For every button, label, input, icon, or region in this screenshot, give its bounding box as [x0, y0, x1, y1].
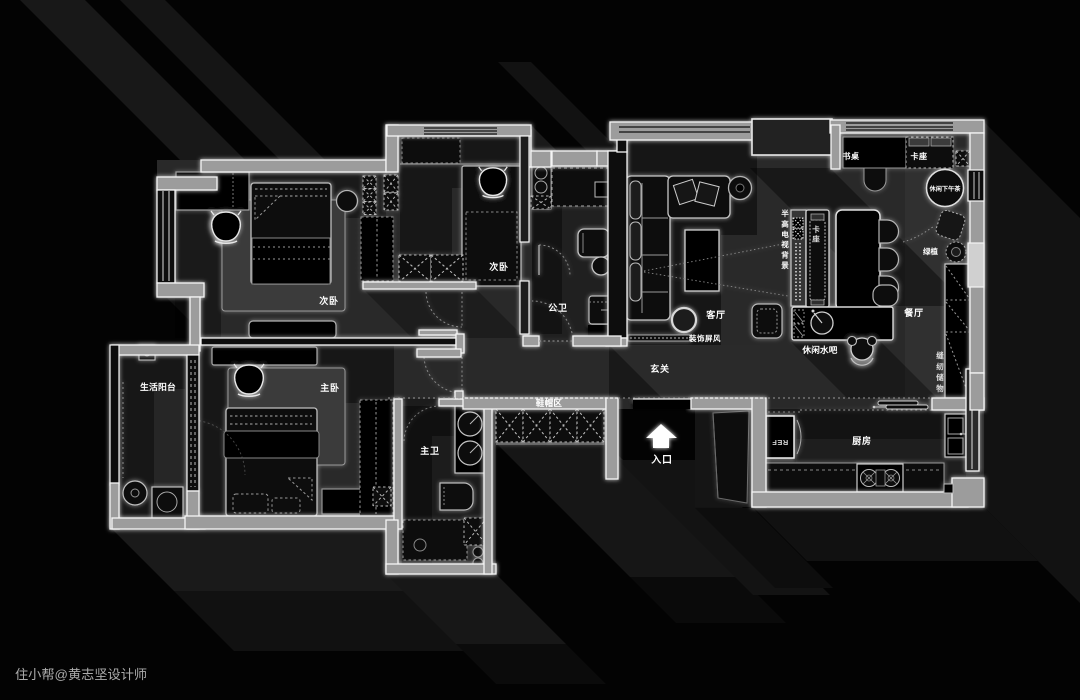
svg-text:绿植: 绿植: [923, 246, 938, 256]
svg-text:储: 储: [936, 372, 944, 382]
svg-text:景: 景: [781, 260, 789, 270]
svg-text:生活阳台: 生活阳台: [140, 381, 176, 392]
svg-text:卡: 卡: [812, 224, 820, 234]
svg-text:REF: REF: [772, 438, 789, 447]
svg-text:视: 视: [781, 239, 789, 249]
svg-text:缝: 缝: [936, 350, 944, 360]
svg-text:休闲水吧: 休闲水吧: [801, 344, 837, 355]
svg-text:玄关: 玄关: [650, 363, 670, 374]
svg-text:公卫: 公卫: [548, 303, 568, 313]
svg-text:电: 电: [781, 229, 789, 239]
svg-text:装饰屏风: 装饰屏风: [688, 333, 721, 343]
svg-text:书桌: 书桌: [843, 151, 860, 161]
svg-text:主卫: 主卫: [420, 445, 440, 456]
svg-text:住小帮@黄志坚设计师: 住小帮@黄志坚设计师: [15, 667, 147, 682]
svg-text:背: 背: [781, 250, 789, 260]
svg-text:次卧: 次卧: [319, 295, 339, 306]
svg-text:纫: 纫: [936, 361, 944, 371]
svg-text:餐厅: 餐厅: [903, 307, 924, 318]
svg-text:物: 物: [936, 383, 944, 393]
svg-text:高: 高: [781, 218, 789, 228]
svg-text:半: 半: [781, 208, 789, 218]
svg-text:鞋帽区: 鞋帽区: [536, 397, 563, 408]
svg-text:厨房: 厨房: [852, 435, 872, 446]
svg-text:主卧: 主卧: [320, 382, 340, 393]
svg-text:次卧: 次卧: [489, 261, 509, 272]
svg-text:休闲下午茶: 休闲下午茶: [929, 185, 962, 193]
svg-text:客厅: 客厅: [705, 309, 726, 320]
svg-text:座: 座: [811, 234, 820, 244]
svg-text:卡座: 卡座: [911, 151, 928, 161]
svg-text:入口: 入口: [651, 454, 673, 466]
